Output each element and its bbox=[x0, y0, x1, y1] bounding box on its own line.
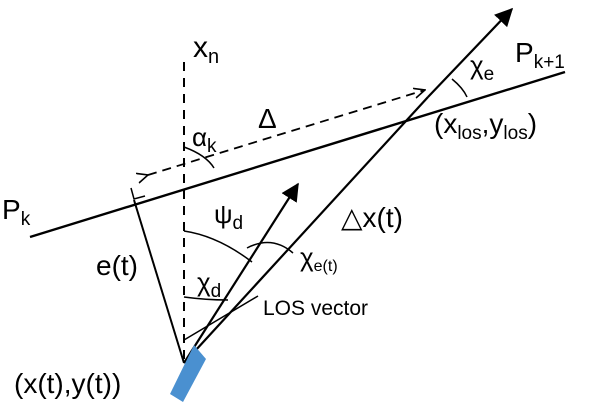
chi-e-t-arc bbox=[246, 241, 294, 254]
chi-d-label: χd bbox=[197, 267, 221, 302]
delta-label: Δ bbox=[258, 103, 277, 134]
delta-x-t-label: △x(t) bbox=[341, 202, 403, 233]
chi-e-arc bbox=[451, 78, 468, 98]
psi-d-arc bbox=[183, 230, 253, 263]
right-angle-mark bbox=[130, 187, 146, 200]
chi-e-label: χe bbox=[470, 50, 494, 85]
lookahead-delta-arrow bbox=[148, 90, 425, 175]
psi-d-label: ψd bbox=[214, 199, 243, 234]
alpha-k-arc bbox=[183, 146, 215, 169]
los-point-label: (xlos,ylos) bbox=[434, 108, 537, 144]
heading-vector-arrow bbox=[183, 182, 299, 364]
los-vector-pointer bbox=[183, 295, 259, 341]
x-n-label: xn bbox=[193, 31, 219, 68]
chi-e-t-label: χe(t) bbox=[300, 242, 338, 275]
vehicle-shape bbox=[170, 345, 206, 402]
e-t-label: e(t) bbox=[96, 250, 138, 281]
los-vector-line bbox=[183, 96, 429, 364]
p-k-label: Pk bbox=[2, 194, 31, 230]
cross-track-error-line bbox=[133, 199, 185, 364]
p-k1-label: Pk+1 bbox=[515, 37, 565, 73]
alpha-k-label: αk bbox=[192, 122, 217, 157]
vehicle-position-label: (x(t),y(t)) bbox=[14, 368, 121, 399]
course-arrow bbox=[427, 7, 514, 98]
path-line bbox=[29, 70, 566, 239]
chi-d-arc bbox=[183, 296, 229, 301]
los-vector-label: LOS vector bbox=[263, 297, 368, 320]
